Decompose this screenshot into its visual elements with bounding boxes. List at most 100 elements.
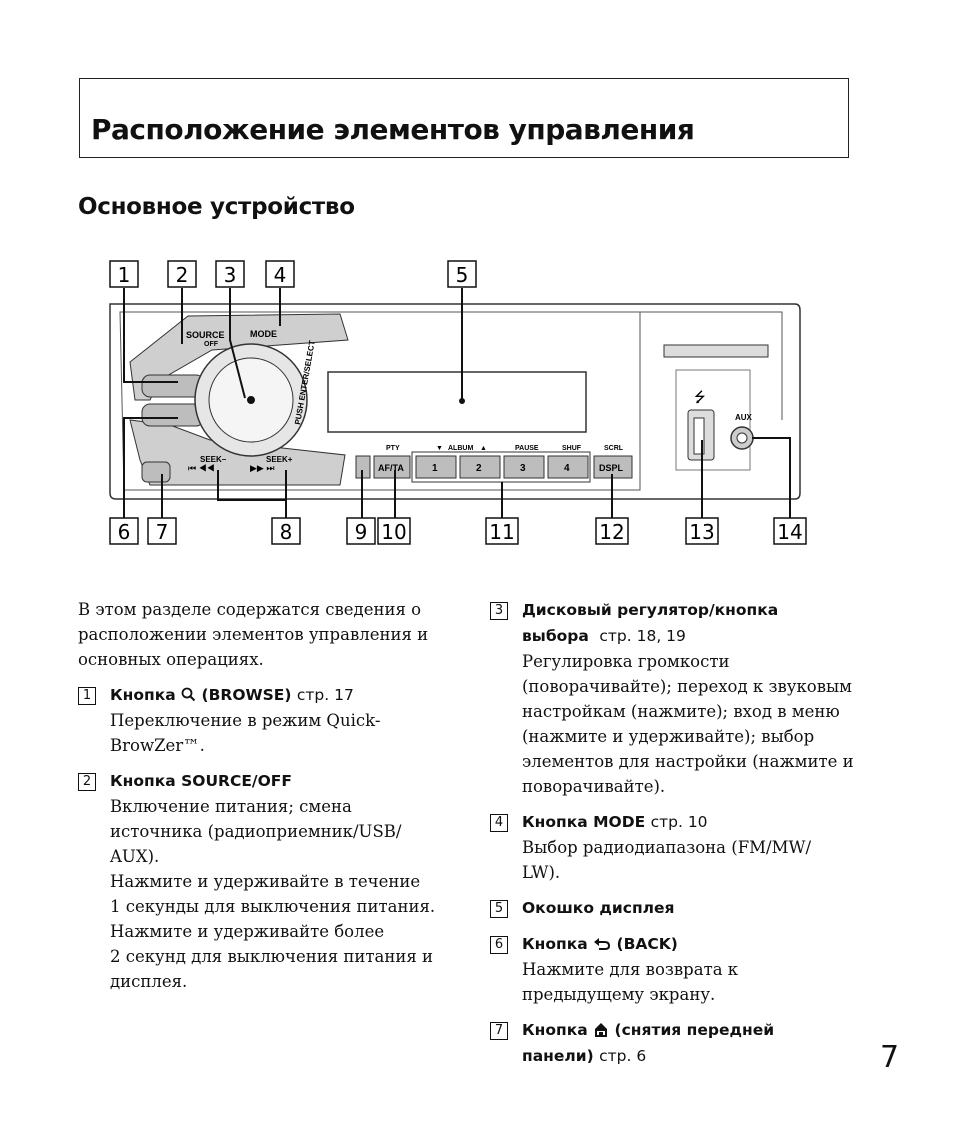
- item-number: 7: [490, 1022, 508, 1040]
- item-body: предыдущему экрану.: [522, 985, 716, 1004]
- item-body: Нажмите и удерживайте более: [110, 922, 385, 941]
- svg-text:▶▶ ⏭: ▶▶ ⏭: [250, 463, 274, 473]
- button-2-label: 2: [476, 463, 482, 474]
- svg-text:8: 8: [280, 520, 293, 544]
- release-icon: [595, 1023, 608, 1037]
- shuf-label: SHUF: [562, 445, 582, 452]
- seek-minus-label: SEEK–: [200, 455, 227, 464]
- callout-14: 14: [773, 517, 807, 545]
- svg-text:5: 5: [456, 263, 469, 287]
- back-icon: [594, 938, 611, 950]
- svg-text:7: 7: [156, 520, 169, 544]
- callout-13: 13: [685, 517, 719, 545]
- callout-1: 1: [109, 260, 139, 288]
- page-ref: стр. 6: [599, 1047, 647, 1065]
- left-column: В этом разделе содержатся сведения о рас…: [78, 597, 448, 994]
- svg-text:2: 2: [176, 263, 189, 287]
- svg-text:⏮ ◀◀: ⏮ ◀◀: [188, 463, 215, 473]
- item-head: Дисковый регулятор/кнопка: [522, 601, 779, 619]
- item-head: Кнопка: [522, 935, 594, 953]
- callout-7: 7: [147, 517, 177, 545]
- item-body: Включение питания; смена: [110, 797, 352, 816]
- page-ref: стр. 10: [650, 813, 708, 831]
- item-body: Переключение в режим Quick-: [110, 711, 381, 730]
- callout-5: 5: [447, 260, 477, 288]
- svg-text:10: 10: [381, 520, 406, 544]
- svg-text:⭍: ⭍: [694, 389, 706, 405]
- source-label: SOURCE: [186, 330, 225, 340]
- album-label: ALBUM: [448, 445, 473, 452]
- callout-11: 11: [485, 517, 519, 545]
- callout-10: 10: [377, 517, 411, 545]
- item-3: 3 Дисковый регулятор/кнопка выбора стр. …: [490, 597, 860, 799]
- scrl-label: SCRL: [604, 445, 624, 452]
- item-number: 2: [78, 773, 96, 791]
- page-number: 7: [880, 1040, 900, 1075]
- svg-text:9: 9: [355, 520, 368, 544]
- callout-6: 6: [109, 517, 139, 545]
- callout-9: 9: [346, 517, 376, 545]
- item-body: (поворачивайте); переход к звуковым: [522, 677, 852, 696]
- intro-line: В этом разделе содержатся сведения о: [78, 600, 422, 619]
- button-1-label: 1: [432, 463, 438, 474]
- item-body: BrowZer™.: [110, 736, 205, 755]
- item-1: 1 Кнопка (BROWSE) стр. 17 Переключение в…: [78, 682, 448, 758]
- intro-line: основных операциях.: [78, 650, 264, 669]
- callout-4: 4: [265, 260, 295, 288]
- item-number: 1: [78, 687, 96, 705]
- callout-12: 12: [595, 517, 629, 545]
- item-4: 4 Кнопка MODE стр. 10 Выбор радиодиапазо…: [490, 809, 860, 885]
- svg-text:11: 11: [489, 520, 514, 544]
- item-body: 2 секунд для выключения питания и: [110, 947, 433, 966]
- item-head: Кнопка SOURCE/OFF: [110, 772, 292, 790]
- item-head: (BROWSE): [196, 686, 297, 704]
- item-head: (снятия передней: [609, 1021, 775, 1039]
- item-number: 4: [490, 814, 508, 832]
- item-body: (нажмите и удерживайте); выбор: [522, 727, 815, 746]
- item-head: Кнопка MODE: [522, 813, 651, 831]
- item-head: Окошко дисплея: [522, 899, 675, 917]
- button-3-label: 3: [520, 463, 526, 474]
- svg-text:1: 1: [118, 263, 131, 287]
- device-diagram: PUSH ENTER/SELECT SOURCE OFF MODE SEEK– …: [109, 260, 807, 545]
- item-body: дисплея.: [110, 972, 188, 991]
- item-body: Выбор радиодиапазона (FM/MW/: [522, 838, 812, 857]
- item-2: 2 Кнопка SOURCE/OFF Включение питания; с…: [78, 768, 448, 994]
- callout-8: 8: [271, 517, 301, 545]
- item-5: 5 Окошко дисплея: [490, 895, 860, 921]
- item-body: настройкам (нажмите); вход в меню: [522, 702, 840, 721]
- off-label: OFF: [204, 341, 219, 348]
- svg-text:13: 13: [689, 520, 714, 544]
- seek-plus-label: SEEK+: [266, 455, 293, 464]
- pty-label: PTY: [386, 445, 400, 452]
- item-head: Кнопка: [110, 686, 182, 704]
- item-head: выбора: [522, 627, 589, 645]
- svg-text:▲: ▲: [480, 445, 487, 452]
- item-body: 1 секунды для выключения питания.: [110, 897, 436, 916]
- item-body: Нажмите и удерживайте в течение: [110, 872, 421, 891]
- svg-text:6: 6: [118, 520, 131, 544]
- item-7: 7 Кнопка (снятия передней панели) стр. 6: [490, 1017, 860, 1069]
- item-body: Нажмите для возврата к: [522, 960, 739, 979]
- item-head: Кнопка: [522, 1021, 594, 1039]
- af-ta-label: AF/TA: [378, 463, 404, 473]
- item-body: AUX).: [110, 847, 160, 866]
- button-4-label: 4: [564, 463, 570, 474]
- right-column: 3 Дисковый регулятор/кнопка выбора стр. …: [490, 587, 860, 1069]
- pause-label: PAUSE: [515, 445, 539, 452]
- item-head: панели): [522, 1047, 600, 1065]
- callout-2: 2: [167, 260, 197, 288]
- item-number: 5: [490, 900, 508, 918]
- item-body: элементов для настройки (нажмите и: [522, 752, 854, 771]
- page-title: Расположение элементов управления: [91, 113, 695, 146]
- svg-text:3: 3: [224, 263, 237, 287]
- svg-text:12: 12: [599, 520, 624, 544]
- item-body: поворачивайте).: [522, 777, 666, 796]
- aux-label: AUX: [735, 413, 753, 422]
- item-number: 3: [490, 602, 508, 620]
- intro-line: расположении элементов управления и: [78, 625, 429, 644]
- dspl-label: DSPL: [599, 463, 624, 473]
- title-box: Расположение элементов управления: [79, 78, 849, 158]
- item-head: (BACK): [611, 935, 678, 953]
- svg-text:4: 4: [274, 263, 287, 287]
